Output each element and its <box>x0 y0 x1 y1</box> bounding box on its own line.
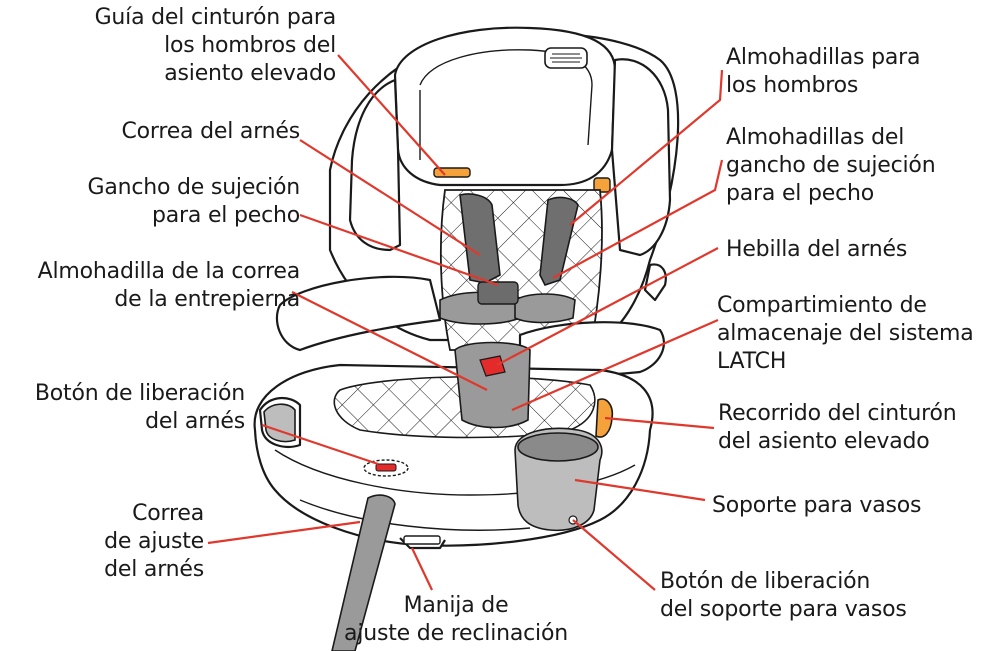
leader-harness-strap <box>299 139 481 256</box>
leader-recline-handle <box>411 547 433 591</box>
leader-cup-holder <box>574 478 706 502</box>
left-wing <box>348 78 402 252</box>
label-latch-storage: Compartimiento de almacenaje del sistema… <box>717 293 974 374</box>
label-adjust-strap: Correa de ajuste del arnés <box>104 501 204 582</box>
label-cup-release: Botón de liberación del soporte para vas… <box>660 569 907 622</box>
right-wing <box>610 58 672 257</box>
leader-chest-clip <box>299 213 499 287</box>
leader-harness-release <box>261 423 379 466</box>
leader-chest-clip-pads <box>552 159 724 279</box>
leader-latch-storage <box>511 318 719 412</box>
headrest <box>393 26 617 187</box>
label-harness-strap: Correa del arnés <box>121 119 300 144</box>
recline-handle <box>403 535 441 545</box>
leader-adjust-strap <box>207 520 361 545</box>
label-buckle: Hebilla del arnés <box>726 237 908 262</box>
label-cup-holder: Soporte para vasos <box>712 493 922 518</box>
leader-buckle <box>496 247 719 366</box>
left-armrest <box>275 275 442 352</box>
label-recline-handle: Manija de ajuste de reclinación <box>344 593 568 646</box>
harness <box>331 193 579 651</box>
cup-holder <box>514 427 603 532</box>
chest-clip <box>477 281 519 305</box>
shoulder-belt-guide-left <box>433 167 471 178</box>
leader-shoulder-belt-guide <box>337 54 446 176</box>
leader-belt-path <box>604 416 715 430</box>
leader-crotch-pad <box>291 291 488 391</box>
label-chest-clip: Gancho de sujeción para el pecho <box>87 175 300 228</box>
buckle <box>479 355 506 377</box>
label-shoulder-pads: Almohadillas para los hombros <box>726 45 921 98</box>
label-crotch-pad: Almohadilla de la correa de la entrepier… <box>37 259 301 312</box>
label-chest-clip-pads: Almohadillas del gancho de sujeción para… <box>726 125 936 206</box>
leader-lines <box>207 54 724 591</box>
label-shoulder-belt-guide: Guía del cinturón para los hombros del a… <box>94 5 337 86</box>
leader-cup-release <box>572 519 656 591</box>
label-belt-path: Recorrido del cinturón del asiento eleva… <box>718 401 957 454</box>
shoulder-belt-guide-right <box>593 177 611 193</box>
label-harness-release: Botón de liberación del arnés <box>34 381 245 434</box>
leader-shoulder-pads <box>569 69 724 226</box>
